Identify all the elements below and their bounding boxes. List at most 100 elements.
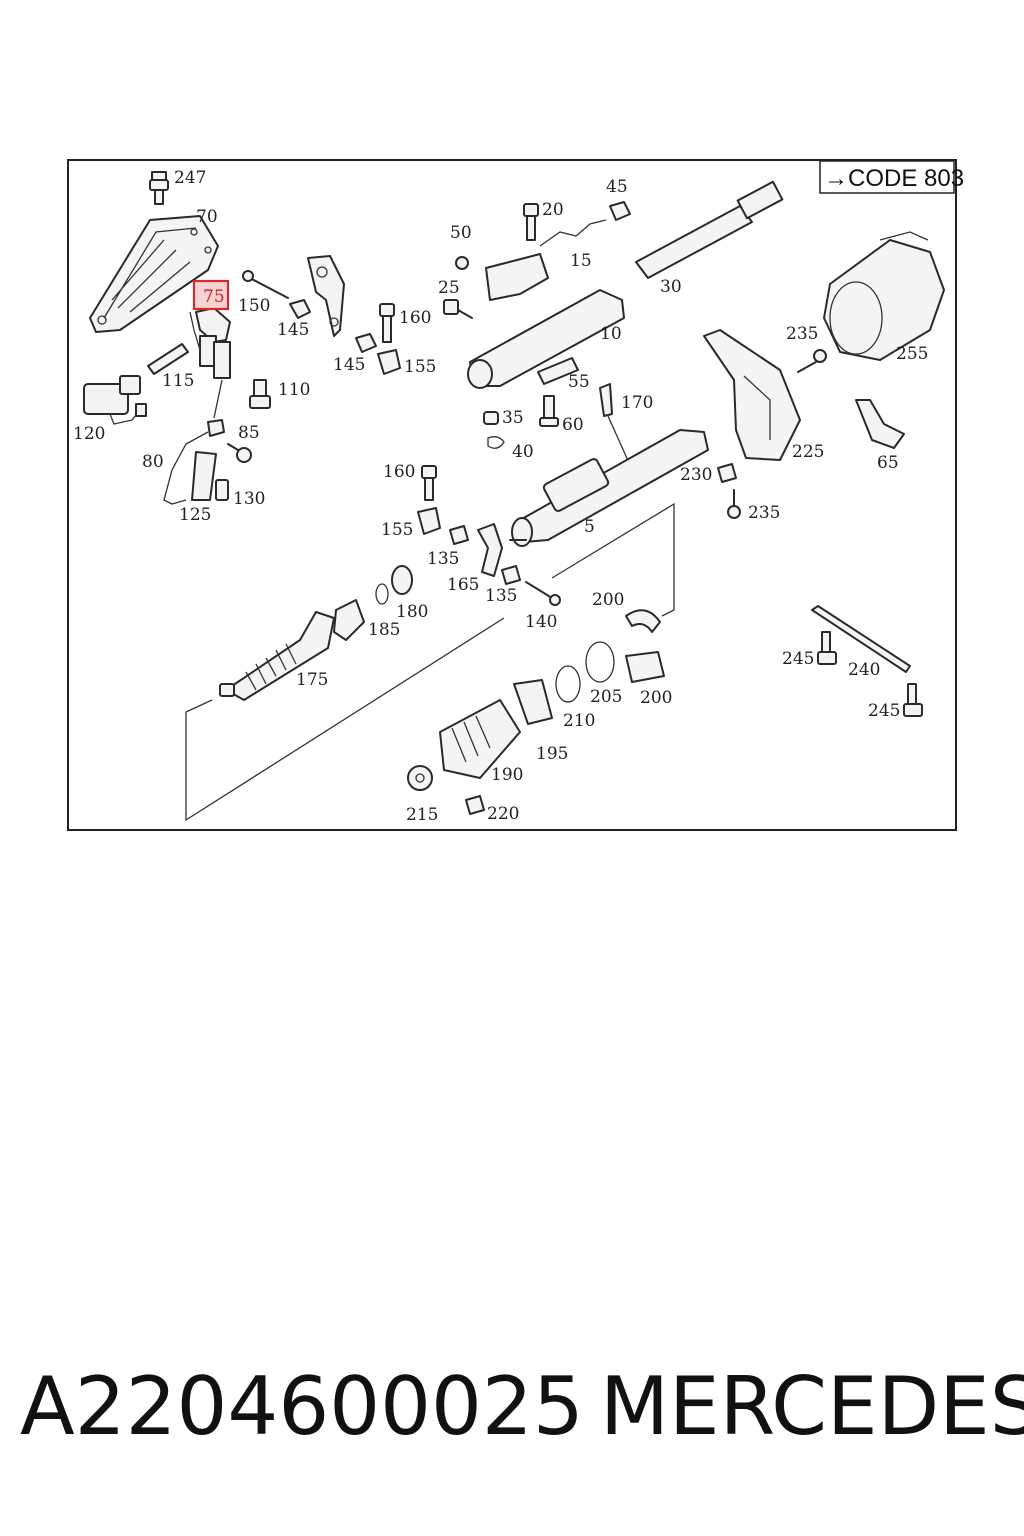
part-label-175: 175 (296, 670, 328, 690)
part-195-plate (513, 679, 553, 725)
part-label-225: 225 (792, 442, 824, 462)
leader-lines (185, 502, 675, 822)
part-160-bolt-upper (379, 303, 395, 343)
part-label-50: 50 (450, 223, 472, 243)
highlight-label-75: 75 (203, 287, 225, 307)
part-label-140: 140 (525, 612, 557, 632)
part-25-bolt (443, 299, 473, 319)
part-160-bolt-lower (421, 465, 437, 501)
part-85-clip (207, 419, 252, 463)
part-130-screw (215, 479, 229, 501)
part-115-pin (147, 343, 189, 375)
part-label-55: 55 (568, 372, 590, 392)
part-200-clamp-lower (625, 651, 665, 683)
part-label-20: 20 (542, 200, 564, 220)
part-label-245b: 245 (868, 701, 900, 721)
part-label-65: 65 (877, 453, 899, 473)
part-245-bolt-upper (817, 631, 837, 665)
part-label-160b: 160 (383, 462, 415, 482)
part-label-235b: 235 (748, 503, 780, 523)
part-185-joint (333, 599, 365, 641)
part-label-145b: 145 (333, 355, 365, 375)
part-50-nut (455, 256, 469, 270)
part-245-bolt-lower (903, 683, 923, 717)
part-65-lever (855, 399, 905, 449)
part-200-clamp-upper (625, 609, 661, 633)
part-220-nut (465, 795, 485, 815)
part-247-bolt (149, 171, 169, 205)
part-45-nut (609, 201, 631, 221)
part-255-cover (823, 231, 945, 361)
brand-name: MERCEDES (600, 1360, 1024, 1453)
part-135-nut-upper (449, 525, 469, 545)
part-label-165: 165 (447, 575, 479, 595)
part-215-washer (407, 765, 433, 791)
part-label-200b: 200 (640, 688, 672, 708)
part-5-column-assembly (509, 429, 709, 547)
part-label-247: 247 (174, 168, 206, 188)
part-70-bracket (89, 215, 219, 333)
part-label-190: 190 (491, 765, 523, 785)
part-label-110: 110 (278, 380, 310, 400)
part-label-15: 15 (570, 251, 592, 271)
part-60-screw (539, 395, 559, 427)
caption: A2204600025 MERCEDES (20, 1360, 1024, 1480)
part-label-205: 205 (590, 687, 622, 707)
part-label-210: 210 (563, 711, 595, 731)
part-number: A2204600025 (20, 1360, 584, 1453)
part-235-screw-upper (797, 349, 827, 373)
part-label-230: 230 (680, 465, 712, 485)
code-badge: →CODE 803 (819, 160, 964, 194)
part-label-70: 70 (196, 207, 218, 227)
part-205-ring (585, 641, 615, 683)
part-75-sensor (189, 307, 231, 419)
part-label-40: 40 (512, 442, 534, 462)
part-label-10: 10 (600, 324, 622, 344)
part-125-bracket (191, 451, 217, 501)
part-165-link (477, 523, 503, 577)
part-145-nut-lower (355, 333, 377, 353)
part-label-80: 80 (142, 452, 164, 472)
part-145-nut-upper (289, 299, 311, 319)
part-label-135a: 135 (427, 549, 459, 569)
part-180-ring (375, 565, 413, 605)
part-label-215: 215 (406, 805, 438, 825)
part-label-180: 180 (396, 602, 428, 622)
part-label-170: 170 (621, 393, 653, 413)
part-10-column-tube (467, 253, 625, 389)
part-label-155b: 155 (381, 520, 413, 540)
part-label-160a: 160 (399, 308, 431, 328)
part-140-bolt (525, 581, 561, 606)
part-15-cable (539, 219, 607, 247)
part-240-strap (811, 605, 911, 673)
part-label-35: 35 (502, 408, 524, 428)
part-210-ring (555, 665, 581, 703)
part-35-plug (483, 411, 499, 425)
part-55-cover (537, 357, 579, 385)
part-40-spring (487, 436, 505, 449)
part-label-150: 150 (238, 296, 270, 316)
part-label-130: 130 (233, 489, 265, 509)
part-label-25: 25 (438, 278, 460, 298)
part-label-85: 85 (238, 423, 260, 443)
code-badge-text: →CODE 803 (824, 165, 964, 192)
part-110-bolt (249, 379, 271, 409)
part-label-240: 240 (848, 660, 880, 680)
part-235-screw-lower (727, 489, 741, 519)
part-155-clamp-upper (377, 349, 401, 375)
part-label-30: 30 (660, 277, 682, 297)
part-label-255: 255 (896, 344, 928, 364)
part-135-nut-lower (501, 565, 521, 585)
part-label-135b: 135 (485, 586, 517, 606)
part-label-245a: 245 (782, 649, 814, 669)
part-label-60: 60 (562, 415, 584, 435)
part-175-shaft (219, 611, 335, 701)
part-80-cable (163, 431, 209, 505)
part-label-120: 120 (73, 424, 105, 444)
part-steering-lever (307, 255, 345, 337)
part-225-housing (703, 329, 801, 461)
part-label-200a: 200 (592, 590, 624, 610)
part-20-bolt (523, 203, 539, 241)
part-label-125: 125 (179, 505, 211, 525)
